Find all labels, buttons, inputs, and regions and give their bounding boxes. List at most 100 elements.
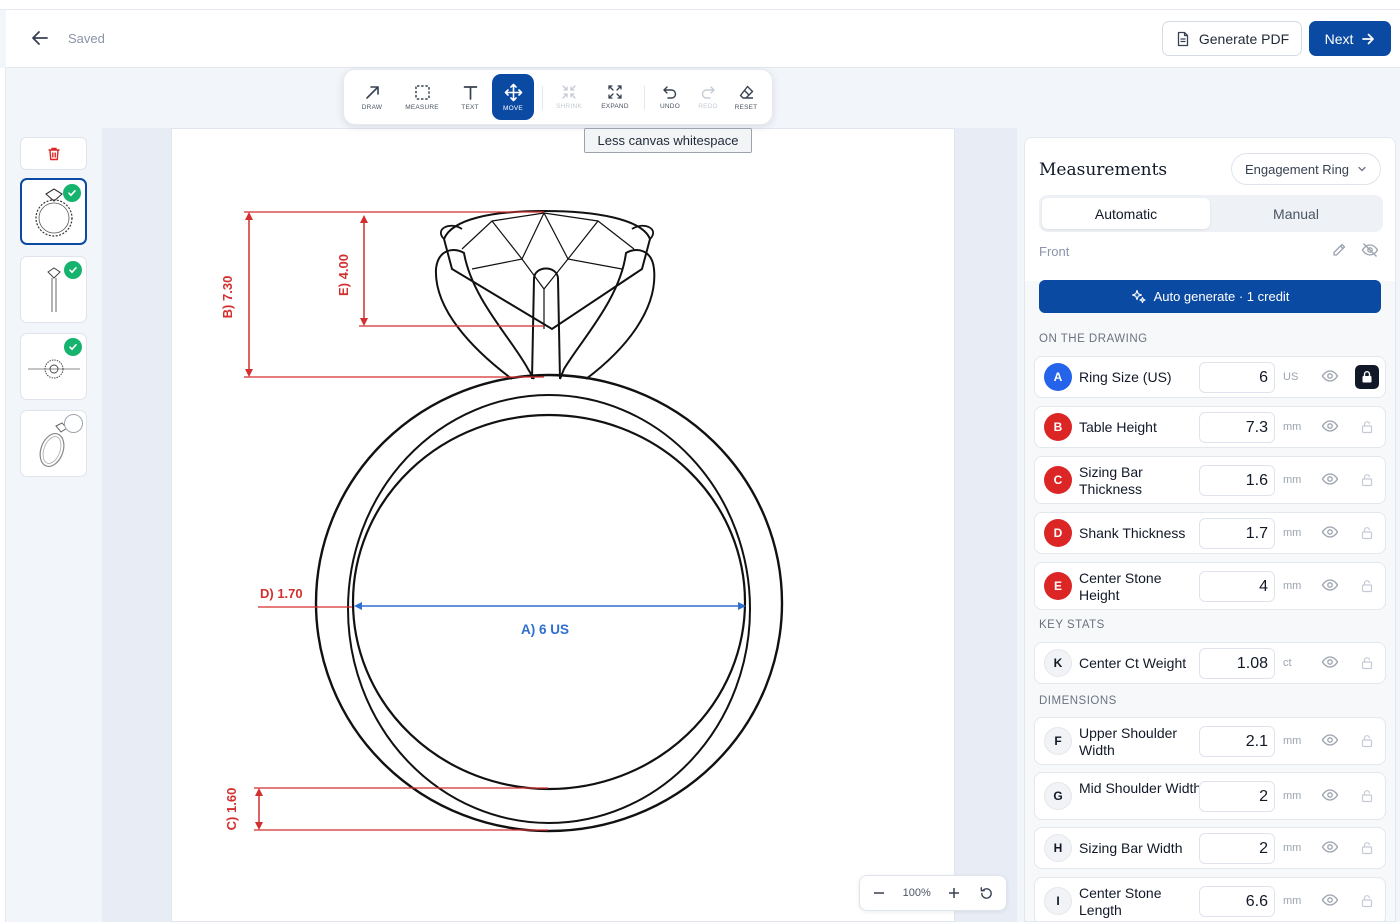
tool-label: EXPAND <box>601 103 629 110</box>
tool-redo[interactable]: REDO <box>687 74 729 120</box>
generate-pdf-button[interactable]: Generate PDF <box>1162 21 1302 56</box>
lock-toggle-button[interactable] <box>1355 729 1379 753</box>
tool-draw[interactable]: DRAW <box>351 74 393 120</box>
row-letter-badge: B <box>1044 413 1072 441</box>
toggle-visibility-button[interactable] <box>1321 840 1339 859</box>
mid-shoulder-width-input[interactable] <box>1199 781 1275 812</box>
ring-drawing[interactable]: B) 7.30 E) 4.00 D) 1.70 A) 6 US <box>172 129 954 921</box>
panel-header: Measurements Engagement Ring Automatic M… <box>1025 138 1395 281</box>
row-unit: mm <box>1283 421 1302 433</box>
measure-c[interactable] <box>254 787 548 831</box>
toggle-visibility-button[interactable] <box>1321 472 1339 491</box>
delete-view-button[interactable] <box>20 137 87 170</box>
center-ct-weight-input[interactable] <box>1199 648 1275 679</box>
tool-label: UNDO <box>660 103 680 110</box>
mode-manual-tab[interactable]: Manual <box>1273 205 1319 222</box>
auto-generate-button[interactable]: Auto generate · 1 credit <box>1039 280 1381 313</box>
lock-open-icon <box>1361 657 1373 670</box>
product-type-select[interactable]: Engagement Ring <box>1231 153 1381 185</box>
toggle-visibility-button[interactable] <box>1321 369 1339 388</box>
measure-b-label: B) 7.30 <box>220 276 235 319</box>
reset-zoom-button[interactable] <box>978 884 996 902</box>
lock-open-icon <box>1361 421 1373 434</box>
panel-title: Measurements <box>1039 160 1168 180</box>
section-dimensions: DIMENSIONS <box>1039 695 1117 707</box>
lock-toggle-button[interactable] <box>1355 836 1379 860</box>
lock-open-icon <box>1361 790 1373 803</box>
sizing-bar-thickness-input[interactable] <box>1199 465 1275 496</box>
tool-move[interactable]: MOVE <box>492 74 534 120</box>
toggle-visibility-button[interactable] <box>1321 655 1339 674</box>
tool-label: MOVE <box>503 104 523 112</box>
view-name: Front <box>1039 244 1070 259</box>
lock-toggle-button[interactable] <box>1355 574 1379 598</box>
lock-toggle-button[interactable] <box>1355 889 1379 913</box>
measure-a-label: A) 6 US <box>521 622 569 637</box>
toggle-visibility-button[interactable] <box>1321 733 1339 752</box>
toggle-visibility-button[interactable] <box>1321 525 1339 544</box>
eye-icon <box>1321 841 1339 853</box>
edit-view-button[interactable] <box>1331 242 1347 263</box>
tool-reset[interactable]: RESET <box>725 74 767 120</box>
row-letter-badge: E <box>1044 572 1072 600</box>
eye-off-icon <box>1361 243 1379 257</box>
upper-shoulder-width-input[interactable] <box>1199 726 1275 757</box>
drawing-canvas[interactable]: B) 7.30 E) 4.00 D) 1.70 A) 6 US <box>171 128 955 922</box>
measurement-row-k: K Center Ct Weight ct <box>1034 642 1386 684</box>
toggle-visibility-button[interactable] <box>1321 788 1339 807</box>
toggle-visibility-button[interactable] <box>1321 419 1339 438</box>
thumbnail-angled[interactable] <box>20 410 87 477</box>
ring-size-input[interactable] <box>1199 362 1275 393</box>
row-unit: mm <box>1283 790 1302 802</box>
tool-measure[interactable]: MEASURE <box>401 74 443 120</box>
thumbnail-side[interactable] <box>20 256 87 323</box>
arrow-right-icon <box>1362 33 1375 44</box>
tool-text[interactable]: TEXT <box>449 74 491 120</box>
tool-expand[interactable]: EXPAND <box>594 74 636 120</box>
thumbnail-top[interactable] <box>20 333 87 400</box>
lock-toggle-button[interactable] <box>1355 415 1379 439</box>
lock-toggle-button[interactable] <box>1355 651 1379 675</box>
measurement-row-i: I Center Stone Length mm <box>1034 877 1386 921</box>
zoom-out-button[interactable] <box>870 884 888 902</box>
lock-toggle-button[interactable] <box>1355 365 1379 389</box>
toggle-visibility-button[interactable] <box>1321 578 1339 597</box>
lock-open-icon <box>1361 895 1373 908</box>
lock-toggle-button[interactable] <box>1355 468 1379 492</box>
measure-b[interactable] <box>244 211 544 378</box>
toggle-visibility-button[interactable] <box>1321 893 1339 912</box>
sizing-bar-width-input[interactable] <box>1199 833 1275 864</box>
measure-e[interactable] <box>359 215 544 327</box>
view-thumbnails <box>6 128 102 922</box>
tool-shrink[interactable]: SHRINK <box>548 74 590 120</box>
thumbnail-front[interactable] <box>20 178 87 245</box>
tool-undo[interactable]: UNDO <box>649 74 691 120</box>
completed-check-icon <box>64 261 82 279</box>
hide-view-button[interactable] <box>1361 242 1379 263</box>
measure-a[interactable] <box>354 602 746 610</box>
tool-label: RESET <box>734 103 758 111</box>
toolbar-tooltip: Less canvas whitespace <box>584 128 752 153</box>
center-stone-height-input[interactable] <box>1199 571 1275 602</box>
row-label: Sizing Bar Width <box>1079 840 1183 856</box>
lock-toggle-button[interactable] <box>1355 784 1379 808</box>
back-button[interactable] <box>28 26 52 50</box>
lock-toggle-button[interactable] <box>1355 521 1379 545</box>
shank-thickness-input[interactable] <box>1199 518 1275 549</box>
row-letter-badge: I <box>1044 887 1072 915</box>
next-button[interactable]: Next <box>1309 21 1391 56</box>
canvas-area: B) 7.30 E) 4.00 D) 1.70 A) 6 US <box>102 128 1017 922</box>
row-unit: mm <box>1283 735 1302 747</box>
lock-open-icon <box>1361 842 1373 855</box>
row-letter-badge: F <box>1044 727 1072 755</box>
zoom-controls: 100% <box>859 875 1007 911</box>
redo-icon <box>701 86 715 99</box>
table-height-input[interactable] <box>1199 412 1275 443</box>
ring-head-outline-right <box>559 249 656 380</box>
zoom-in-button[interactable] <box>945 884 963 902</box>
row-letter-badge: H <box>1044 834 1072 862</box>
rotate-ccw-icon <box>981 886 993 899</box>
mode-automatic-tab[interactable]: Automatic <box>1042 198 1210 229</box>
row-unit: mm <box>1283 842 1302 854</box>
center-stone-length-input[interactable] <box>1199 886 1275 917</box>
